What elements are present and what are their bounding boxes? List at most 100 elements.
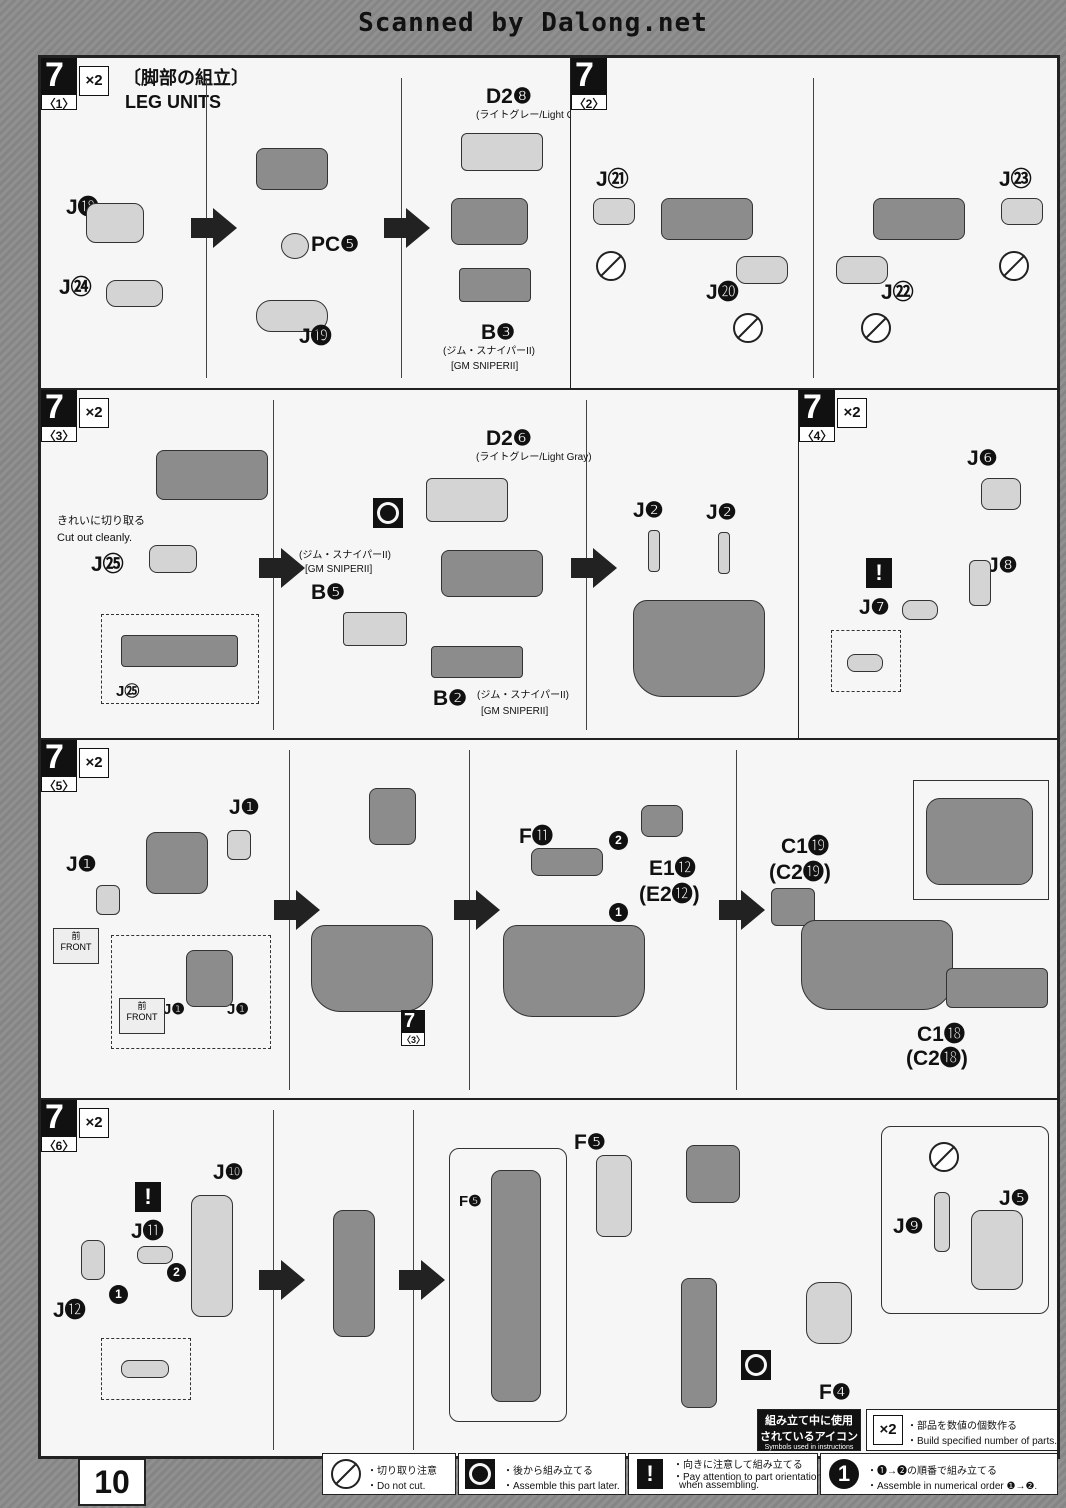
part-j19	[256, 300, 328, 332]
legend-assemble-later: ・後から組み立てる ・Assemble this part later.	[458, 1453, 626, 1495]
part-j2	[648, 530, 660, 572]
order-number-2: 2	[607, 828, 628, 852]
assemble-later-icon	[373, 498, 403, 528]
legend-nocut-jp: ・切り取り注意	[367, 1466, 437, 1477]
substep-number: 〈3〉	[41, 426, 77, 443]
part-hip-block	[873, 198, 965, 240]
do-not-cut-icon	[596, 251, 626, 281]
part-j25	[149, 545, 197, 573]
step-number: 7	[45, 57, 64, 94]
legend-title-jp-line2: されているアイコン	[759, 1431, 859, 1443]
front-label-jp: 前	[137, 1001, 147, 1011]
part-pc5	[281, 233, 309, 259]
part-label-f5: F❺	[459, 1193, 482, 1210]
part-label-j7: J❼	[859, 596, 890, 619]
part-note-light-gray: (ライトグレー/Light Gray)	[476, 452, 592, 463]
section-title-en: LEG UNITS	[125, 92, 222, 112]
step-badge: 7 〈5〉	[41, 740, 77, 793]
part-hip-block	[661, 198, 753, 240]
part-j6	[981, 478, 1021, 510]
part-label-j24: J㉔	[59, 276, 92, 299]
legend-warn-jp: ・向きに注意して組み立てる	[673, 1460, 803, 1471]
quantity-x2-icon: ×2	[79, 66, 109, 96]
part-note-gm-sniper-jp: (ジム・スナイパーII)	[443, 346, 536, 357]
substep-number: 〈6〉	[41, 1136, 77, 1153]
substep-number: 〈1〉	[41, 94, 77, 111]
step-badge: 7 〈2〉	[571, 58, 607, 111]
order-circle: 1	[609, 902, 628, 922]
front-direction-icon: 前 FRONT	[119, 998, 165, 1034]
part-b3	[459, 268, 531, 302]
next-step-arrow	[274, 890, 320, 930]
detail-callout-box	[913, 780, 1049, 900]
part-d2-8	[461, 133, 543, 171]
order-circle: 2	[609, 830, 628, 850]
part-label-c2-19: (C2⓳)	[769, 861, 831, 884]
legend-attention-orientation: ! ・向きに注意して組み立てる ・Pay attention to part o…	[628, 1453, 822, 1495]
part-label-j11: J⓫	[131, 1220, 164, 1243]
part-note-gm-sniper-en: [GM SNIPERII]	[481, 706, 549, 717]
part-j23	[1001, 198, 1043, 225]
do-not-cut-icon	[999, 251, 1029, 281]
part-knee-assembly	[369, 788, 416, 845]
next-step-arrow	[454, 890, 500, 930]
part-j24	[106, 280, 163, 307]
part-note-gm-sniper-jp: (ジム・スナイパーII)	[299, 550, 392, 561]
legend-title-en: Symbols used in instructions	[764, 1444, 854, 1451]
part-j7-detail	[847, 654, 883, 672]
substep-number: 〈4〉	[799, 426, 835, 443]
step-number: 7	[404, 1010, 416, 1032]
legend-title-box: 組み立て中に使用 されているアイコン Symbols used in instr…	[757, 1409, 861, 1451]
part-label-j1: J❶	[229, 796, 260, 819]
part-label-d2-6: D2❻	[486, 427, 532, 450]
order-number-1: 1	[607, 900, 628, 924]
quantity-x2-icon: ×2	[79, 1108, 109, 1138]
attention-orientation-icon: !	[637, 1459, 663, 1489]
legend-title-jp-line1: 組み立て中に使用	[765, 1415, 853, 1427]
part-foot-assembly	[503, 925, 645, 1017]
substep-number: 〈3〉	[401, 1032, 425, 1046]
part-note-light-gray: (ライトグレー/Light Gray)	[476, 110, 571, 121]
step-number: 7	[45, 1099, 64, 1136]
part-j8	[969, 560, 991, 606]
part-label-j25: J㉕	[91, 553, 124, 576]
part-d2-6	[426, 478, 508, 522]
part-lower-leg-detail	[491, 1170, 541, 1402]
step-badge: 7 〈1〉	[41, 57, 77, 111]
note-cut-cleanly-jp: きれいに切り取る	[57, 515, 145, 527]
part-foot-assembly	[801, 920, 953, 1010]
instruction-page: 7 〈1〉 ×2 〔脚部の組立〕 LEG UNITS J⓲ J㉔ PC❺ J⓳ …	[38, 55, 1060, 1459]
part-j20	[736, 256, 788, 284]
divider	[736, 750, 737, 1090]
part-j1	[96, 885, 120, 915]
part-j12	[81, 1240, 105, 1280]
panel-step-7-6: 7 〈6〉 ×2 J❿ ! J⓫ J⓬ 1 2 F❺ F❺ F❹ J❾ J❺	[40, 1099, 1058, 1457]
part-c1-18	[946, 968, 1048, 1008]
part-label-j21: J㉑	[596, 168, 629, 191]
part-note-gm-sniper-jp: (ジム・スナイパーII)	[477, 690, 570, 701]
legend-numerical-order: 1 ・❶→❷の順番で組み立てる ・Assemble in numerical o…	[820, 1453, 1058, 1495]
part-label-j5: J❺	[999, 1187, 1030, 1210]
part-label-j8: J❽	[987, 554, 1018, 577]
part-label-j1: J❶	[227, 1001, 249, 1018]
legend-warn-en2: when assembling.	[679, 1480, 760, 1491]
part-label-j9: J❾	[893, 1215, 924, 1238]
part-note-gm-sniper-en: [GM SNIPERII]	[305, 564, 373, 575]
part-label-j1: J❶	[66, 853, 97, 876]
divider	[469, 750, 470, 1090]
quantity-x2-icon: ×2	[873, 1415, 903, 1445]
part-label-d2-8: D2❽	[486, 85, 532, 108]
next-step-arrow	[571, 548, 617, 588]
legend-later-jp: ・後から組み立てる	[503, 1466, 593, 1477]
next-step-arrow	[259, 548, 305, 588]
part-b5	[343, 612, 407, 646]
part-e1-12	[641, 805, 683, 837]
part-f11	[531, 848, 603, 876]
part-j21	[593, 198, 635, 225]
part-label-b3: B❸	[481, 321, 515, 344]
part-label-j23: J㉓	[999, 168, 1032, 191]
part-j2	[718, 532, 730, 574]
divider	[289, 750, 290, 1090]
panel-step-7-4: 7 〈4〉 ×2 J❻ J❽ ! J❼	[798, 389, 1058, 739]
legend-order-jp: ・❶→❷の順番で組み立てる	[867, 1466, 997, 1477]
